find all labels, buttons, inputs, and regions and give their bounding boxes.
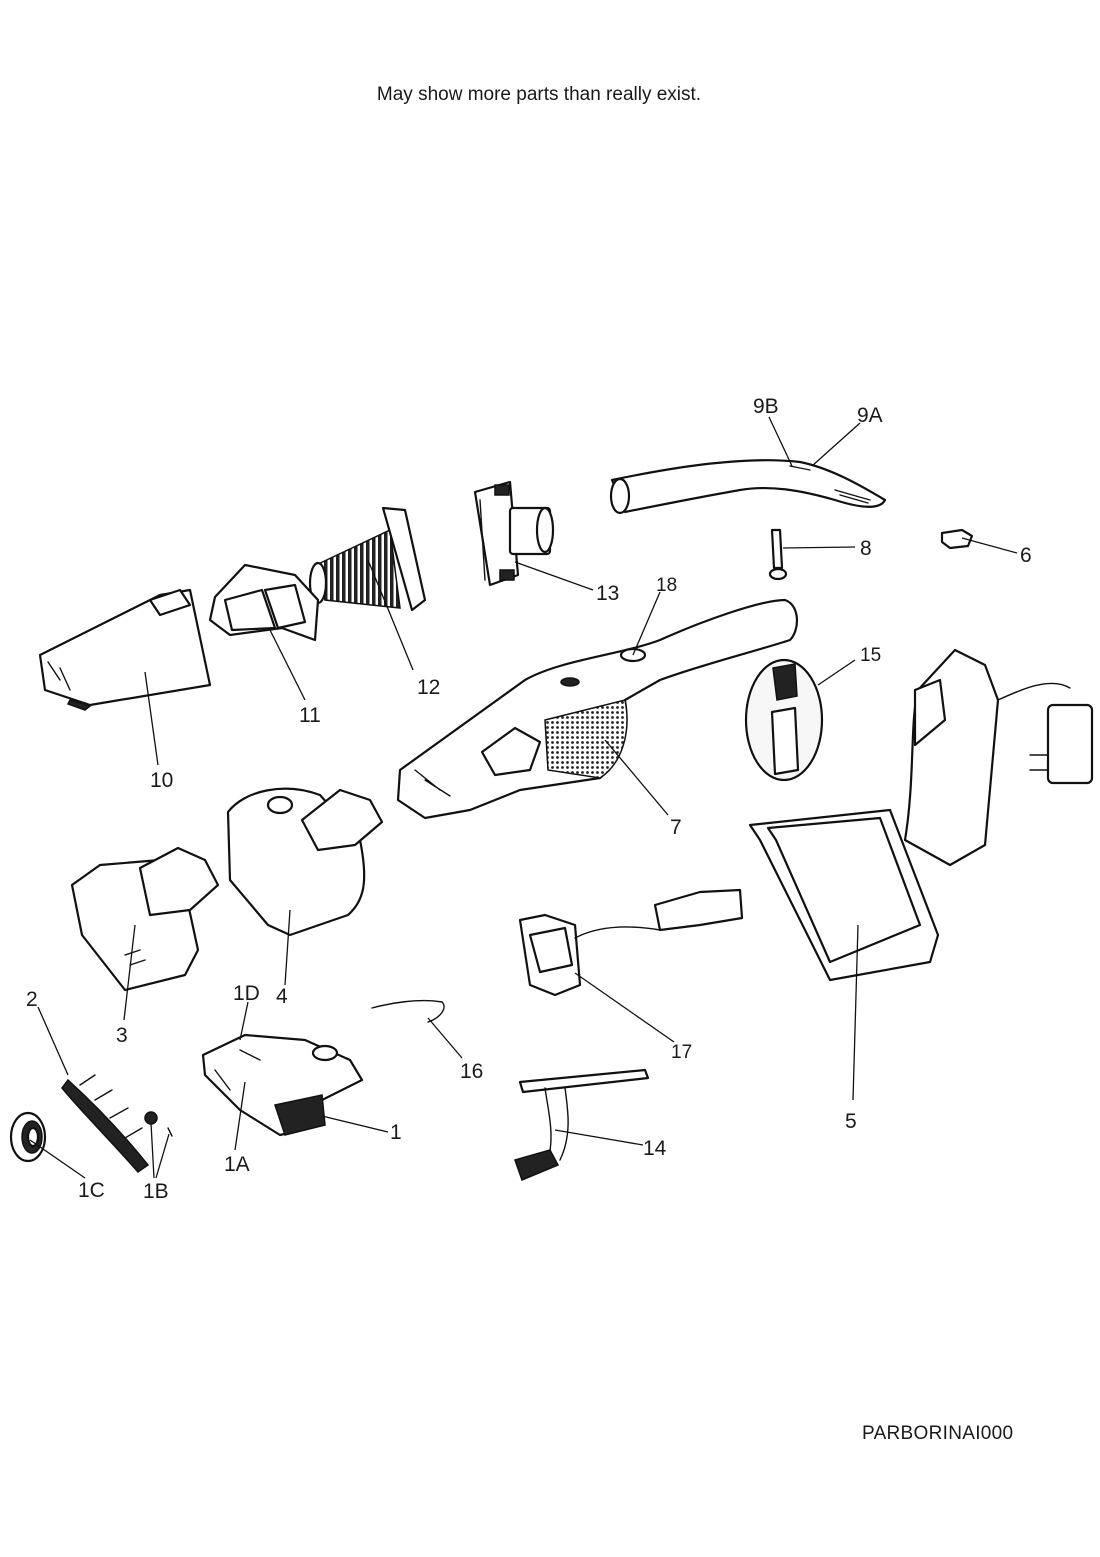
callout-labels: 9B 9A 8 6 13 18 15 12 11 10 7 4 3 2 1D 1… xyxy=(26,395,1032,1203)
diagram-code: PARBORINAI000 xyxy=(862,1423,1014,1444)
part-15-battery-contacts xyxy=(744,658,824,782)
part-7-main-body xyxy=(396,598,798,820)
part-12-pleated-filter xyxy=(308,506,427,612)
callout-1C: 1C xyxy=(78,1179,105,1202)
part-6-button xyxy=(940,528,974,550)
part-16-wire xyxy=(371,999,445,1023)
callout-13: 13 xyxy=(596,582,619,605)
part-17-switch-assembly xyxy=(518,888,744,997)
leader-lines xyxy=(29,416,1018,1179)
part-1C-wheel xyxy=(9,1111,47,1163)
disclaimer-note: May show more parts than really exist. xyxy=(376,84,702,105)
part-9-handle-cover xyxy=(609,459,887,515)
callout-14: 14 xyxy=(643,1137,667,1160)
callout-10: 10 xyxy=(150,769,173,792)
callout-17: 17 xyxy=(671,1042,692,1063)
part-5-charging-base xyxy=(748,648,1094,982)
callout-2: 2 xyxy=(26,988,38,1011)
part-11-filter-frame xyxy=(208,563,320,642)
callout-12: 12 xyxy=(417,676,440,699)
callout-16: 16 xyxy=(460,1060,483,1083)
callout-15: 15 xyxy=(860,645,881,666)
part-3-battery-cover xyxy=(70,846,220,992)
callout-6: 6 xyxy=(1020,544,1032,567)
callout-4: 4 xyxy=(276,985,288,1008)
part-1-floor-head xyxy=(201,1033,364,1137)
part-4-battery-pack xyxy=(226,787,384,937)
part-13-filter-housing xyxy=(473,480,555,587)
callout-1D: 1D xyxy=(233,982,260,1005)
callout-9A: 9A xyxy=(857,404,883,427)
part-1B-small-parts xyxy=(144,1111,173,1137)
part-10-dust-container xyxy=(38,588,212,711)
part-14-wiring-board xyxy=(514,1068,650,1181)
callout-1B: 1B xyxy=(143,1180,169,1203)
callout-9B: 9B xyxy=(753,395,779,418)
callout-3: 3 xyxy=(116,1024,128,1047)
callout-1A: 1A xyxy=(224,1153,250,1176)
callout-18: 18 xyxy=(656,575,677,596)
part-2-brush-roll xyxy=(61,1074,150,1174)
part-8-pin xyxy=(768,528,788,581)
callout-1: 1 xyxy=(390,1121,402,1144)
callout-5: 5 xyxy=(845,1110,857,1133)
callout-7: 7 xyxy=(670,816,682,839)
callout-8: 8 xyxy=(860,537,872,560)
callout-11: 11 xyxy=(299,704,321,727)
